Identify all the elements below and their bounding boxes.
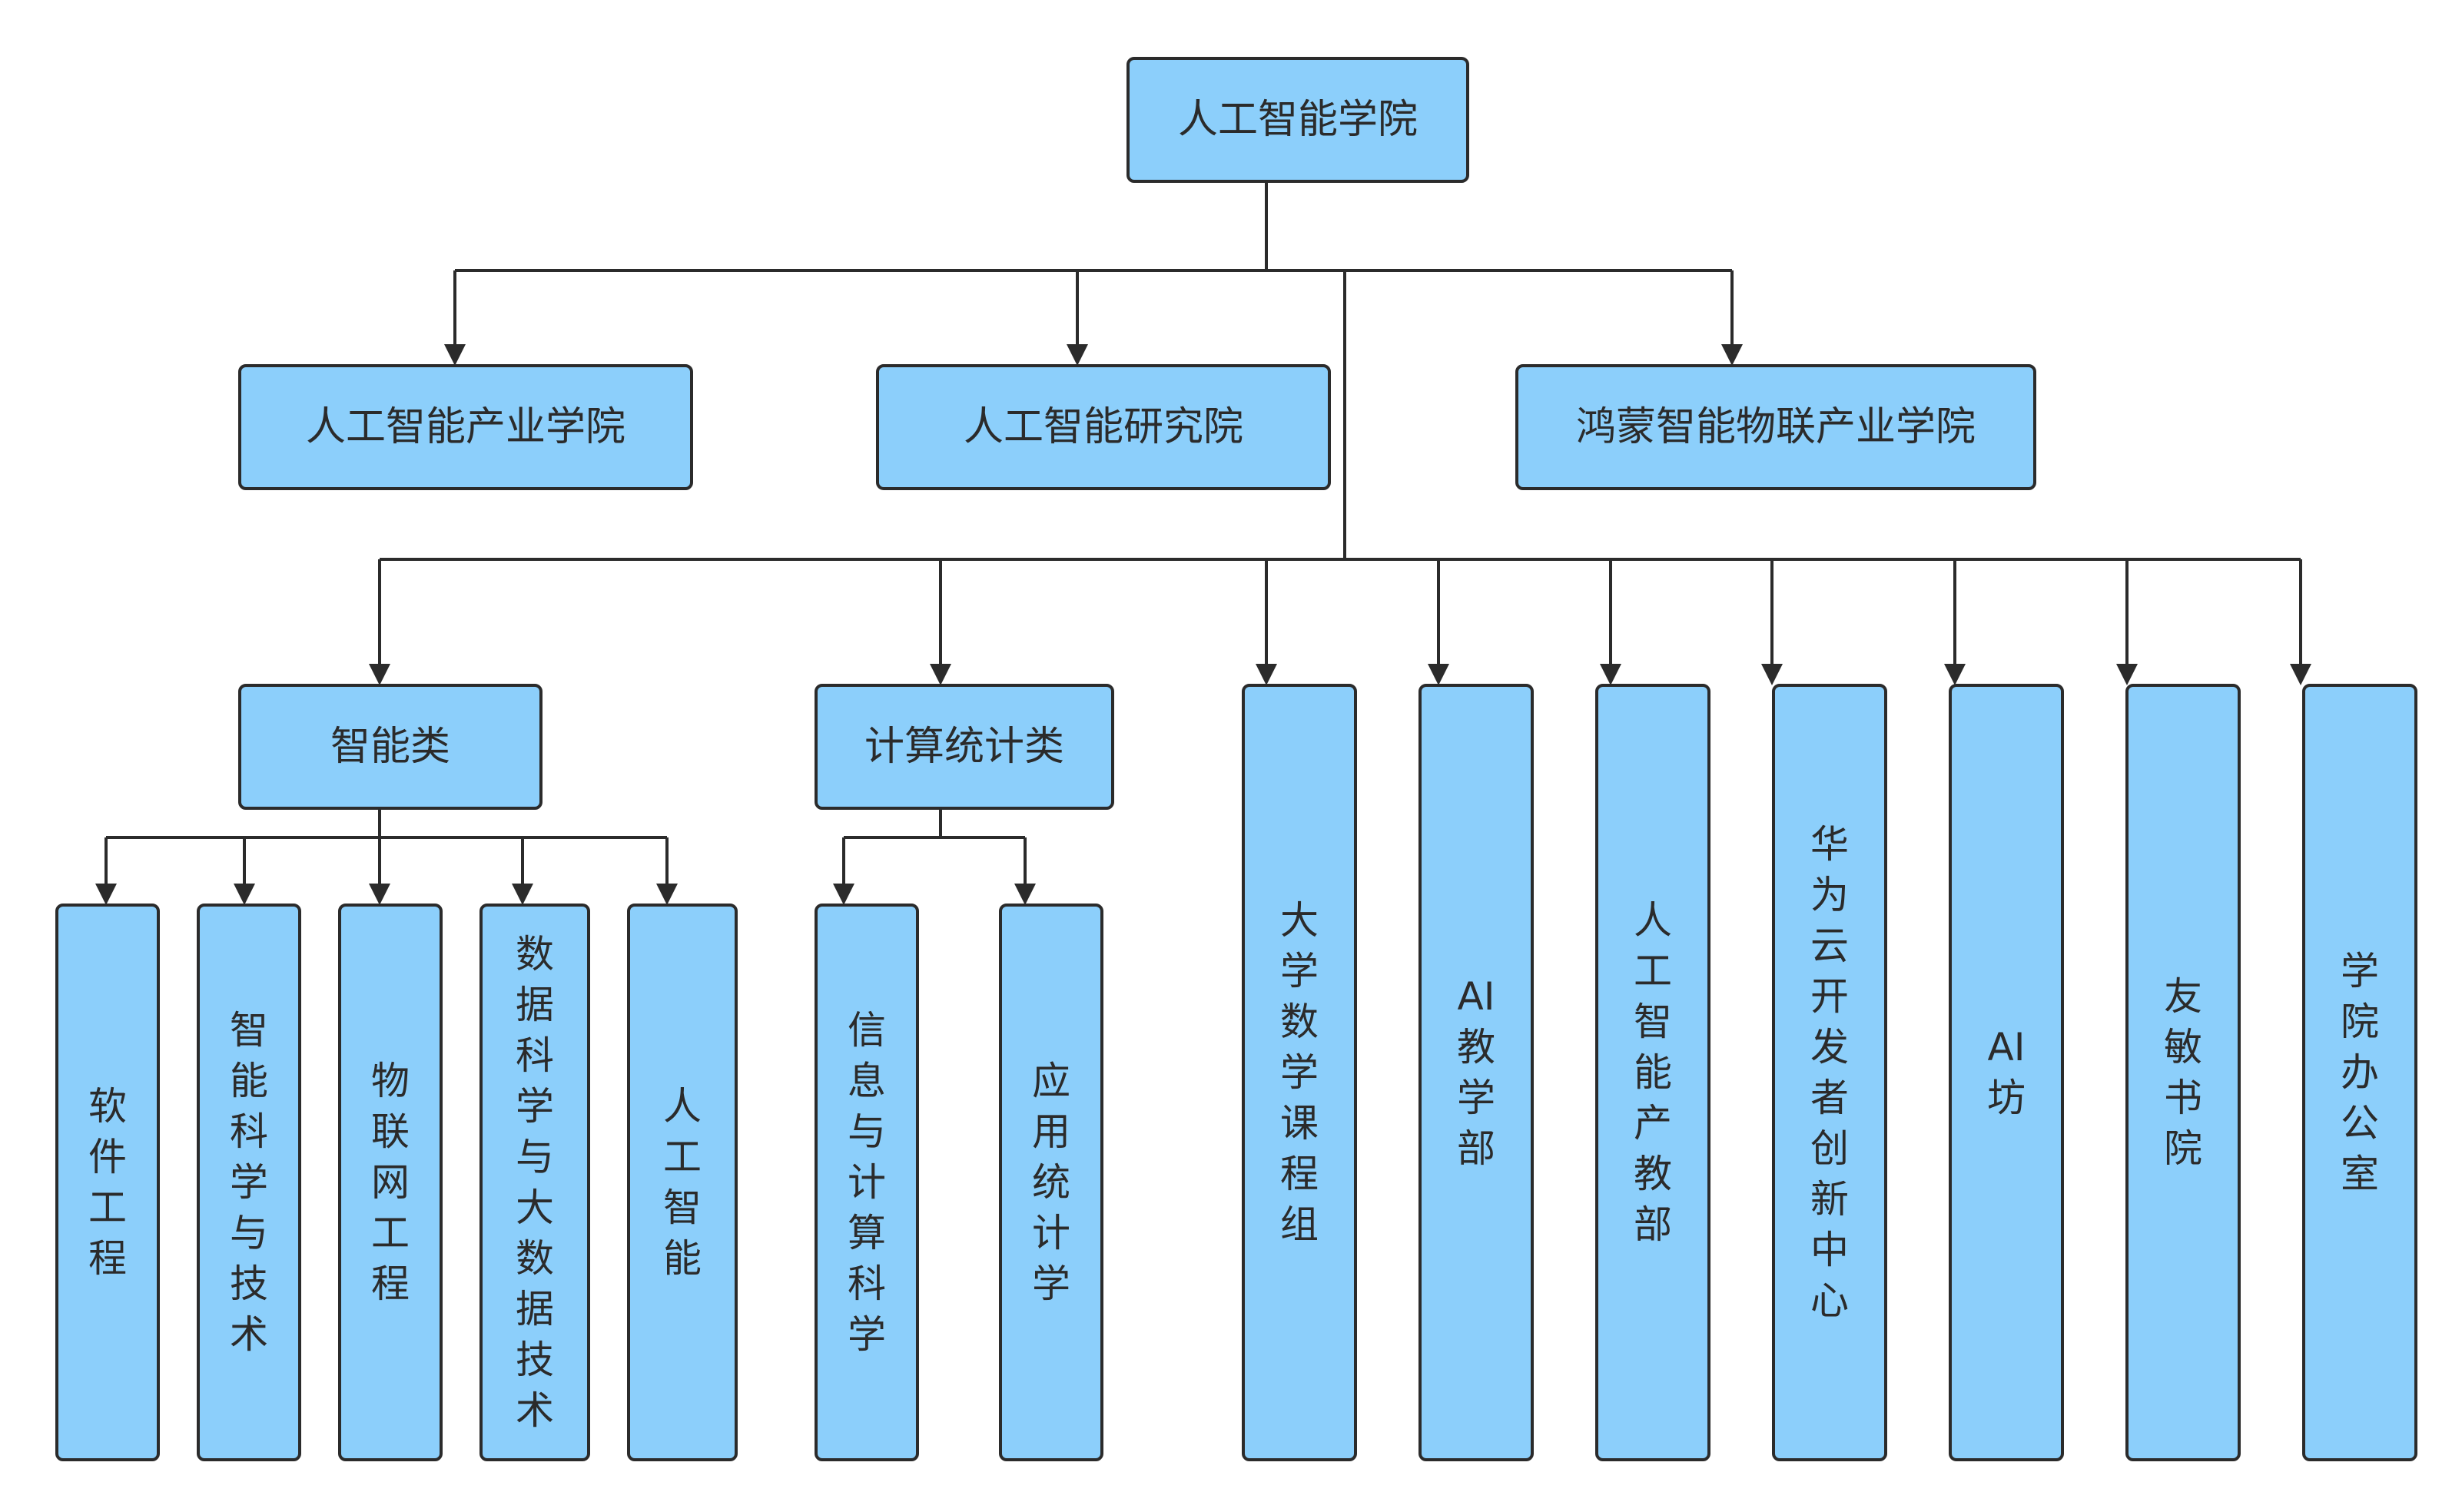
node-huawei-cloud-center: 华为云开发者创新中心 xyxy=(1772,684,1887,1461)
node-box xyxy=(1595,684,1710,1461)
arrowhead xyxy=(369,664,390,685)
node-computing-category: 计算统计类 xyxy=(815,684,1114,810)
arrowhead xyxy=(369,884,390,905)
node-label: 友敏书院 xyxy=(2164,974,2202,1171)
node-label: 智能科学与技术 xyxy=(230,1008,268,1357)
arrowhead xyxy=(1067,344,1088,366)
arrowhead xyxy=(1256,664,1277,685)
node-box xyxy=(2302,684,2417,1461)
node-box xyxy=(238,684,543,810)
node-box xyxy=(999,904,1103,1461)
node-label: 大学数学课程组 xyxy=(1280,898,1319,1247)
node-box xyxy=(197,904,301,1461)
node-box xyxy=(627,904,738,1461)
node-iot-engineering: 物联网工程 xyxy=(338,904,443,1461)
node-box xyxy=(1772,684,1887,1461)
arrowhead xyxy=(656,884,678,905)
node-artificial-intelligence: 人工智能 xyxy=(627,904,738,1461)
node-label: 软件工程 xyxy=(88,1084,127,1281)
arrowhead xyxy=(1721,344,1743,366)
node-label: 人工智能产教部 xyxy=(1634,898,1672,1247)
node-label: 数据科学与大数据技术 xyxy=(516,932,554,1433)
node-label: 学院办公室 xyxy=(2341,949,2379,1196)
node-intelligent-science: 智能科学与技术 xyxy=(197,904,301,1461)
node-ai-category: 智能类 xyxy=(238,684,543,810)
arrowhead xyxy=(444,344,466,366)
arrowhead xyxy=(833,884,854,905)
node-label: 人工智能学院 xyxy=(1178,97,1418,143)
node-box xyxy=(55,904,160,1461)
node-label: 计算统计类 xyxy=(864,724,1064,770)
node-data-science: 数据科学与大数据技术 xyxy=(479,904,590,1461)
node-box xyxy=(1515,364,2036,490)
node-root: 人工智能学院 xyxy=(1126,57,1469,183)
node-box xyxy=(1242,684,1357,1461)
connector-arrowheads xyxy=(95,344,2311,905)
arrowhead xyxy=(1600,664,1621,685)
node-harmony-college: 鸿蒙智能物联产业学院 xyxy=(1515,364,2036,490)
arrowhead xyxy=(234,884,255,905)
node-box xyxy=(238,364,693,490)
arrowhead xyxy=(1428,664,1449,685)
node-label: 华为云开发者创新中心 xyxy=(1810,822,1849,1323)
node-label: 鸿蒙智能物联产业学院 xyxy=(1576,404,1976,450)
arrowhead xyxy=(95,884,117,905)
node-applied-statistics: 应用统计学 xyxy=(999,904,1103,1461)
arrowhead xyxy=(1014,884,1036,905)
arrowhead xyxy=(1761,664,1783,685)
node-college-office: 学院办公室 xyxy=(2302,684,2417,1461)
node-box xyxy=(1418,684,1534,1461)
node-box xyxy=(2125,684,2241,1461)
node-box xyxy=(1949,684,2064,1461)
node-box xyxy=(479,904,590,1461)
arrowhead xyxy=(512,884,533,905)
node-youmin-academy: 友敏书院 xyxy=(2125,684,2241,1461)
arrowhead xyxy=(1944,664,1966,685)
connector-lines xyxy=(105,181,2302,887)
node-information-computing: 信息与计算科学 xyxy=(815,904,919,1461)
node-industry-college: 人工智能产业学院 xyxy=(238,364,693,490)
node-box xyxy=(815,684,1114,810)
node-research-institute: 人工智能研究院 xyxy=(876,364,1331,490)
node-math-group: 大学数学课程组 xyxy=(1242,684,1357,1461)
node-box xyxy=(815,904,919,1461)
node-label: 人工智能 xyxy=(663,1084,702,1281)
arrowhead xyxy=(2116,664,2138,685)
node-box xyxy=(876,364,1331,490)
node-box xyxy=(1126,57,1469,183)
arrowhead xyxy=(2290,664,2311,685)
node-software-engineering: 软件工程 xyxy=(55,904,160,1461)
node-label: 人工智能产业学院 xyxy=(306,404,625,450)
node-label: 物联网工程 xyxy=(371,1059,410,1306)
arrowhead xyxy=(930,664,951,685)
node-ai-industry-teaching: 人工智能产教部 xyxy=(1595,684,1710,1461)
node-label: 信息与计算科学 xyxy=(848,1008,886,1357)
node-box xyxy=(338,904,443,1461)
node-label: 应用统计学 xyxy=(1032,1059,1070,1306)
node-label: 智能类 xyxy=(330,724,450,770)
node-label: 人工智能研究院 xyxy=(964,404,1243,450)
